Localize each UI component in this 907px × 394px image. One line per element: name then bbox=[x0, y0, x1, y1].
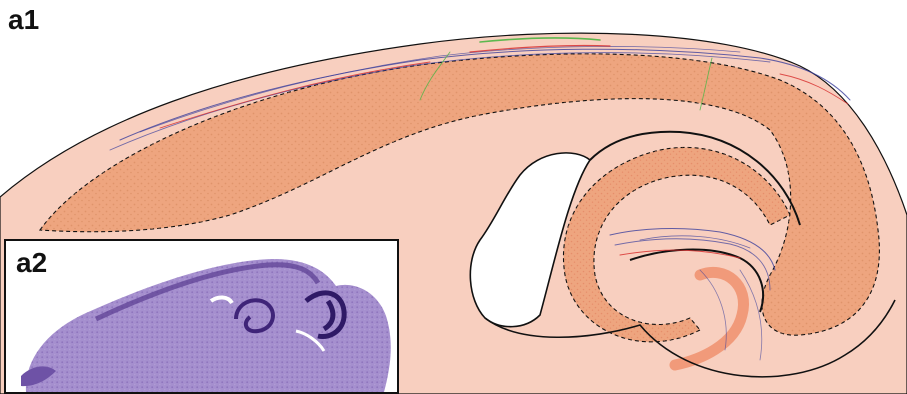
panel-label-a1: a1 bbox=[8, 6, 39, 34]
nissl-section-image bbox=[6, 241, 397, 392]
panel-a2-inset: a2 bbox=[4, 239, 399, 394]
panel-label-a2: a2 bbox=[16, 249, 47, 277]
